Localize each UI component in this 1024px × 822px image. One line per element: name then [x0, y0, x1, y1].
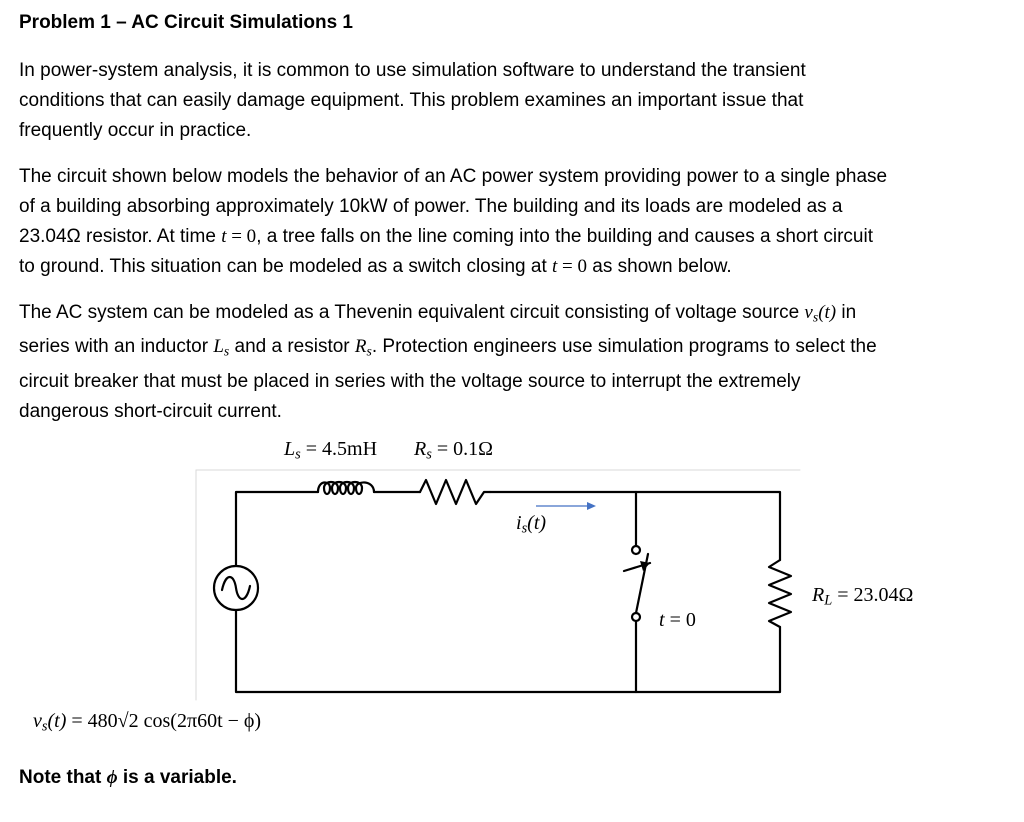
load-resistor-label: RL = 23.04Ω	[812, 584, 914, 609]
current-arrowhead	[587, 502, 596, 510]
description-line: of a building absorbing approximately 10…	[19, 196, 843, 217]
circuit-description-paragraph: The circuit shown below models the behav…	[19, 162, 994, 282]
phi-note: Note that ϕ is a variable.	[19, 767, 237, 788]
intro-paragraph: In power-system analysis, it is common t…	[19, 56, 994, 146]
switch-bottom-contact	[630, 611, 642, 623]
sine-icon	[220, 575, 252, 601]
thevenin-line: The AC system can be modeled as a Theven…	[19, 302, 857, 325]
bottom-wire	[234, 608, 782, 694]
left-top-wire	[234, 490, 320, 567]
time-symbol: t	[221, 226, 227, 247]
resistor-rs	[418, 478, 492, 506]
description-line: The circuit shown below models the behav…	[19, 166, 888, 187]
current-label: is(t)	[516, 512, 547, 537]
thevenin-line: circuit breaker that must be placed in s…	[19, 370, 801, 392]
switch-close-arrowhead	[640, 561, 650, 571]
description-line: 23.04Ω resistor. At time t = 0, a tree f…	[19, 226, 873, 247]
intro-line: frequently occur in practice.	[19, 120, 252, 141]
source-resistor-label: Rs = 0.1Ω	[414, 438, 493, 463]
thevenin-paragraph: The AC system can be modeled as a Theven…	[19, 298, 994, 427]
switch-top-contact	[630, 544, 642, 556]
problem-title: Problem 1 – AC Circuit Simulations 1	[19, 12, 353, 33]
thevenin-line: dangerous short-circuit current.	[19, 400, 282, 422]
phi-symbol: ϕ	[106, 767, 118, 788]
top-right-wire	[488, 490, 782, 562]
resistor-rl	[767, 558, 793, 629]
source-equation: vs(t) = 480√2 cos(2π60t − ϕ)	[33, 710, 262, 735]
ac-source	[212, 564, 260, 612]
description-line: to ground. This situation can be modeled…	[19, 256, 732, 277]
thevenin-line: series with an inductor Ls and a resisto…	[19, 336, 877, 359]
inductor-ls	[316, 480, 376, 496]
intro-line: conditions that can easily damage equipm…	[19, 90, 804, 111]
inductor-label: Ls = 4.5mH	[284, 438, 378, 463]
time-symbol: t	[552, 256, 558, 277]
intro-line: In power-system analysis, it is common t…	[19, 60, 806, 81]
switch-time-label: t = 0	[659, 609, 696, 631]
